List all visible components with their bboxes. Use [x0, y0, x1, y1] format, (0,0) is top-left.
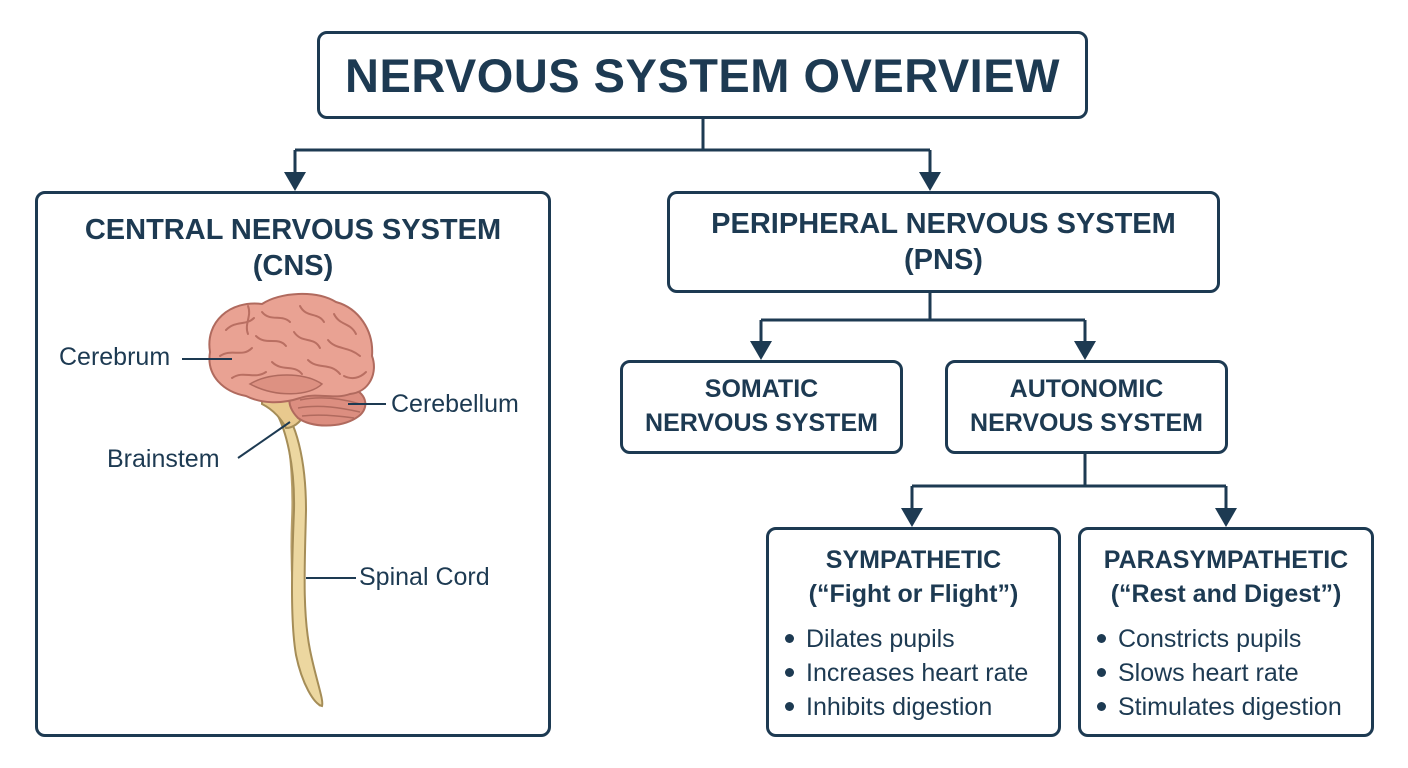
parasympathetic-effect-3: Stimulates digestion: [1118, 693, 1342, 721]
somatic-box: SOMATIC NERVOUS SYSTEM: [620, 360, 903, 454]
list-item: Inhibits digestion: [785, 690, 1028, 724]
bullet-icon: [785, 633, 794, 643]
temporal-lobe-shadow: [248, 374, 324, 395]
arrowhead-autonomic: [1074, 341, 1096, 360]
list-item: Stimulates digestion: [1097, 690, 1342, 724]
autonomic-heading: AUTONOMIC NERVOUS SYSTEM: [970, 373, 1203, 441]
autonomic-heading-line1: AUTONOMIC: [1009, 375, 1164, 404]
cns-heading-line2: (CNS): [252, 250, 334, 283]
bullet-icon: [1097, 633, 1106, 643]
bullet-icon: [1097, 667, 1106, 677]
pns-heading-line2: (PNS): [904, 244, 983, 276]
somatic-heading: SOMATIC NERVOUS SYSTEM: [645, 373, 878, 441]
cerebellum-label: Cerebellum: [391, 390, 519, 418]
parasympathetic-heading-line1: PARASYMPATHETIC: [1103, 546, 1349, 574]
diagram-title: NERVOUS SYSTEM OVERVIEW: [345, 48, 1060, 102]
parasympathetic-effects-list: Constricts pupils Slows heart rate Stimu…: [1097, 622, 1342, 724]
sympathetic-heading-line1: SYMPATHETIC: [825, 546, 1002, 574]
cerebellum-folds: [297, 397, 361, 419]
parasympathetic-effect-1: Constricts pupils: [1118, 625, 1302, 653]
spinal-cord-label: Spinal Cord: [359, 563, 490, 591]
somatic-heading-line1: SOMATIC: [704, 375, 819, 404]
parasympathetic-heading-line2: (“Rest and Digest”): [1110, 579, 1342, 608]
arrowhead-pns: [919, 172, 941, 191]
sympathetic-effect-3: Inhibits digestion: [806, 693, 993, 721]
cns-heading: CENTRAL NERVOUS SYSTEM (CNS): [38, 212, 548, 285]
parasympathetic-effect-2: Slows heart rate: [1118, 659, 1299, 687]
list-item: Increases heart rate: [785, 656, 1028, 690]
list-item: Constricts pupils: [1097, 622, 1342, 656]
sympathetic-box: SYMPATHETIC (“Fight or Flight”) Dilates …: [766, 527, 1061, 737]
parasympathetic-box: PARASYMPATHETIC (“Rest and Digest”) Cons…: [1078, 527, 1374, 737]
sympathetic-heading: SYMPATHETIC (“Fight or Flight”): [769, 544, 1058, 612]
pns-heading: PERIPHERAL NERVOUS SYSTEM (PNS): [711, 206, 1176, 279]
cerebrum-label: Cerebrum: [59, 343, 171, 371]
sympathetic-effects-list: Dilates pupils Increases heart rate Inhi…: [785, 622, 1028, 724]
pns-box: PERIPHERAL NERVOUS SYSTEM (PNS): [667, 191, 1220, 293]
pns-heading-line1: PERIPHERAL NERVOUS SYSTEM: [711, 207, 1176, 240]
bullet-icon: [1097, 701, 1106, 711]
parasympathetic-heading: PARASYMPATHETIC (“Rest and Digest”): [1081, 544, 1371, 612]
sympathetic-effect-2: Increases heart rate: [806, 659, 1029, 687]
brainstem-label: Brainstem: [107, 445, 220, 473]
autonomic-heading-line2: NERVOUS SYSTEM: [970, 409, 1203, 437]
spinal-cord-body: [274, 403, 324, 708]
sympathetic-effect-1: Dilates pupils: [806, 625, 955, 653]
title-box: NERVOUS SYSTEM OVERVIEW: [317, 31, 1088, 119]
brainstem-pointer: [237, 421, 291, 459]
bullet-icon: [785, 701, 794, 711]
autonomic-box: AUTONOMIC NERVOUS SYSTEM: [945, 360, 1228, 454]
list-item: Slows heart rate: [1097, 656, 1342, 690]
somatic-heading-line2: NERVOUS SYSTEM: [645, 409, 878, 437]
arrowhead-somatic: [750, 341, 772, 360]
bullet-icon: [785, 667, 794, 677]
arrowhead-parasympathetic: [1215, 508, 1237, 527]
cns-heading-line1: CENTRAL NERVOUS SYSTEM: [84, 214, 502, 246]
sympathetic-heading-line2: (“Fight or Flight”): [808, 579, 1019, 608]
list-item: Dilates pupils: [785, 622, 1028, 656]
arrowhead-cns: [284, 172, 306, 191]
arrowhead-sympathetic: [901, 508, 923, 527]
